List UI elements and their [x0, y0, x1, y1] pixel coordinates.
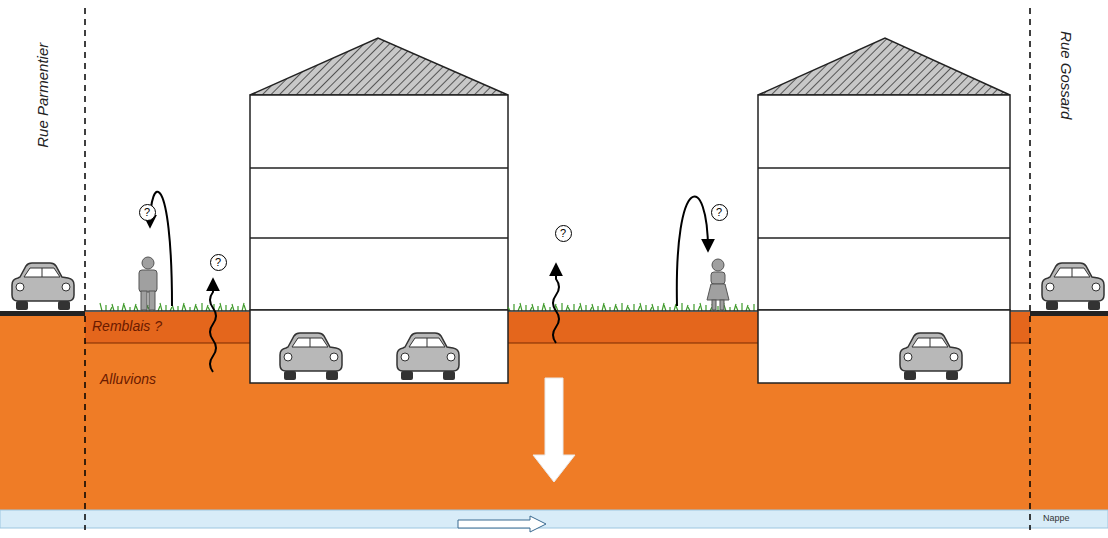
- water-table: [0, 510, 1108, 528]
- street-name: Rue Parmentier: [36, 42, 53, 147]
- car: [1042, 263, 1104, 310]
- layer-name: Remblais ?: [92, 319, 162, 334]
- man-figure: [139, 257, 157, 310]
- question-mark: ?: [716, 207, 722, 218]
- building: [250, 38, 508, 383]
- property-limit: [84, 8, 86, 530]
- layer-name: Alluvions: [100, 372, 156, 387]
- question-mark: ?: [144, 207, 150, 218]
- car: [12, 263, 74, 310]
- street-name: Rue Gossard: [1058, 31, 1075, 119]
- layer-name: Nappe: [1043, 514, 1070, 524]
- flow-arrow: [458, 516, 546, 532]
- car: [397, 333, 459, 380]
- question-mark: ?: [560, 228, 566, 239]
- car: [900, 333, 962, 380]
- gas-migration-arrow: [210, 280, 216, 372]
- road-right: [1030, 311, 1108, 316]
- question-bubble: ?: [711, 204, 728, 221]
- question-bubble: ?: [555, 225, 572, 242]
- building: [758, 38, 1010, 383]
- gas-migration-arrow: [553, 265, 559, 343]
- property-limit: [1029, 8, 1031, 530]
- lawn: [85, 303, 1030, 311]
- road-left: [0, 311, 85, 316]
- alluvium-layer: [0, 312, 1108, 512]
- infiltration-arrow: [533, 378, 575, 482]
- question-mark: ?: [215, 257, 221, 268]
- question-bubble: ?: [210, 254, 227, 271]
- car: [280, 333, 342, 380]
- exposure-arrow: [677, 196, 708, 306]
- question-bubble: ?: [139, 204, 156, 221]
- woman-figure: [707, 259, 729, 310]
